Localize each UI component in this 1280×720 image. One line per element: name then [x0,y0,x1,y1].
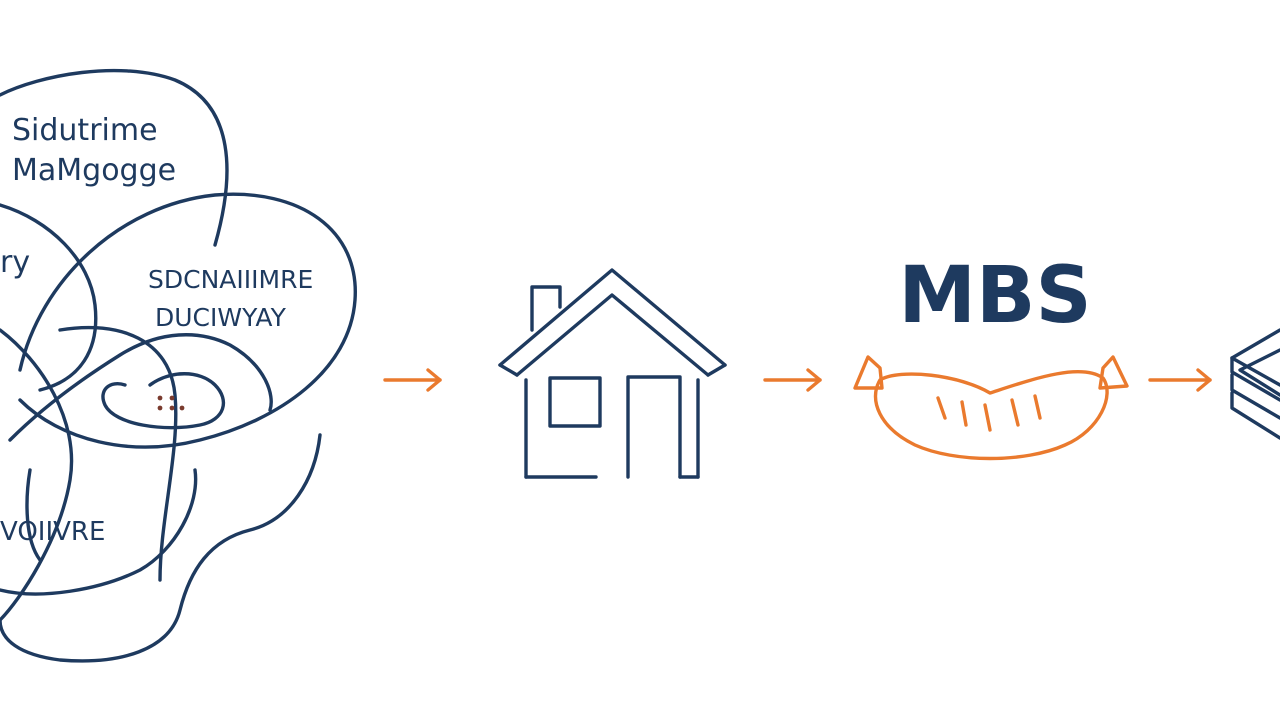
blob-label-top-1: Sidutrime [12,113,158,148]
blob-label-bottom: VOIIVRE [0,517,105,547]
arrow-icon [1148,368,1212,392]
blob-label-middle-1: SDCNAIIIMRE [148,265,313,294]
dot-mark [157,405,163,411]
sausage-icon [853,355,1129,461]
arrow-icon [383,368,442,392]
tangled-knot-icon [0,68,357,663]
blob-label-middle-2: DUCIWYAY [155,303,287,332]
blob-label-top-2: MaMgogge [12,153,176,188]
dot-mark [169,405,175,411]
stacked-layers-icon [1230,328,1280,440]
mbs-title: MBS [898,251,1091,341]
dot-mark [179,405,185,411]
arrow-icon [763,368,822,392]
dot-mark [157,395,163,401]
blob-label-left: ry [0,245,30,280]
dot-mark [169,395,175,401]
house-icon [498,268,727,479]
